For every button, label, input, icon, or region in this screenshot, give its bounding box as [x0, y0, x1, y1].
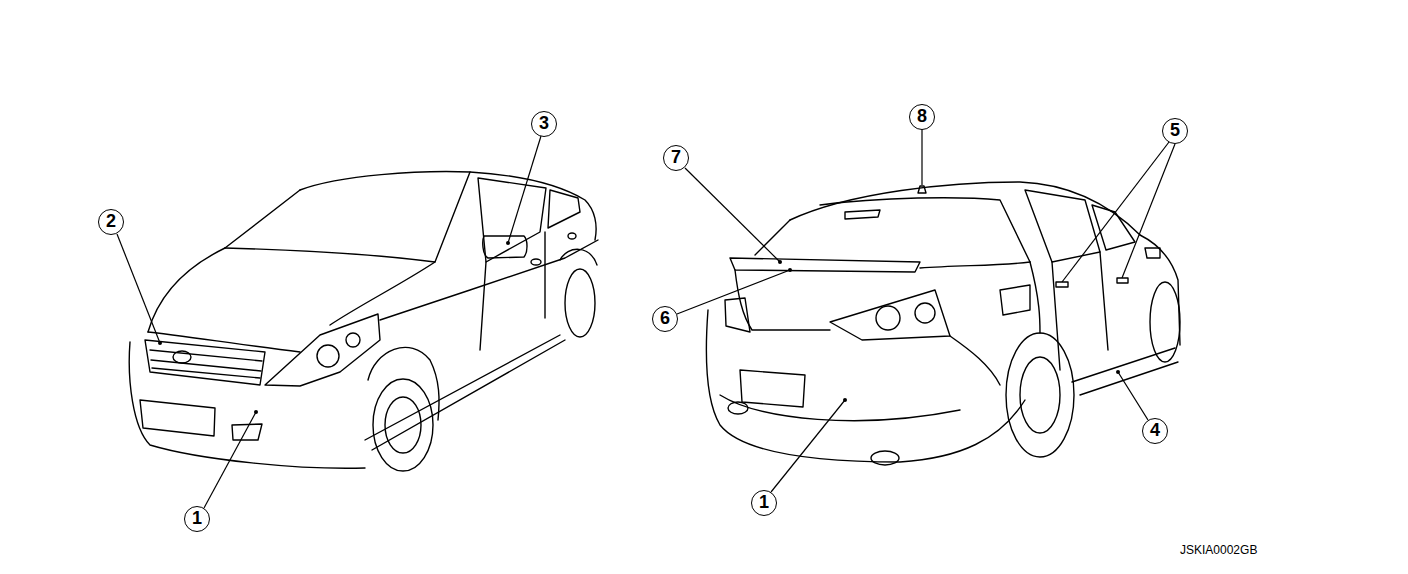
car-line [1052, 262, 1060, 370]
car-line [148, 248, 225, 332]
car-line [385, 397, 421, 453]
callout-number: 4 [1142, 418, 1168, 444]
car-line [365, 335, 560, 440]
car-line [368, 347, 439, 420]
car-line [140, 400, 215, 436]
car-line [915, 303, 935, 323]
callout-number: 2 [98, 209, 124, 235]
car-line [843, 398, 847, 402]
callout-number: 1 [751, 490, 777, 516]
car-line [918, 186, 926, 193]
car-line [565, 269, 595, 337]
car-line [677, 270, 790, 314]
car-line [129, 342, 365, 468]
car-line [830, 290, 950, 340]
car-line [1062, 142, 1169, 282]
car-line [1000, 285, 1030, 315]
car-line [725, 298, 750, 332]
car-line [478, 178, 546, 262]
car-line [173, 351, 191, 363]
car-line [265, 314, 380, 386]
car-line [317, 345, 339, 367]
callout-number: 5 [1162, 118, 1188, 144]
callout-number: 8 [909, 104, 935, 130]
car-line [1150, 282, 1180, 362]
car-line [921, 129, 922, 185]
car-line [346, 333, 360, 347]
car-line [1116, 370, 1120, 374]
car-line [330, 262, 435, 325]
car-line [1025, 190, 1100, 262]
callout-number: 3 [531, 111, 557, 137]
car-line [788, 268, 792, 272]
callout-number: 1 [184, 506, 210, 532]
car-line [1140, 235, 1180, 345]
car-line [778, 260, 782, 264]
car-line [373, 379, 433, 471]
car-line [685, 168, 780, 262]
car-line [1145, 248, 1160, 258]
car-line [204, 412, 256, 508]
car-line [508, 136, 541, 243]
car-line [1117, 278, 1128, 283]
car-line [845, 210, 880, 219]
callout-number: 7 [663, 145, 689, 171]
car-line [117, 234, 160, 343]
car-line [1030, 262, 1040, 333]
figure-code: JSKIA0002GB [1180, 543, 1257, 557]
callout-number: 6 [652, 306, 678, 332]
car-line [158, 341, 162, 345]
car-line [706, 310, 1025, 462]
car-line [920, 262, 1030, 268]
car-line [1092, 205, 1135, 250]
car-line [871, 451, 899, 465]
car-line [771, 400, 845, 492]
car-line [730, 258, 920, 272]
leader-lines [117, 129, 1175, 508]
car-line [728, 402, 748, 414]
car-line [820, 198, 1030, 262]
car-line [225, 172, 470, 262]
car-line [145, 340, 265, 385]
car-line [755, 220, 790, 255]
car-line [531, 259, 541, 265]
car-line [548, 190, 580, 228]
car-line [544, 232, 545, 318]
car-line [560, 249, 597, 265]
car-line [1122, 144, 1175, 278]
car-line [740, 370, 805, 407]
car-line [876, 306, 900, 330]
car-line [1056, 282, 1068, 287]
leader-dots [158, 241, 1120, 414]
car-line [1020, 357, 1060, 433]
car-line [150, 350, 262, 378]
front-car [129, 172, 598, 471]
car-line [506, 241, 510, 245]
rear-car [706, 182, 1180, 465]
car-line [372, 340, 565, 450]
car-line [483, 236, 527, 258]
car-line [1118, 372, 1148, 420]
car-line [225, 190, 300, 248]
car-line [232, 424, 262, 440]
car-line [950, 336, 1000, 385]
car-line [254, 410, 258, 414]
car-line [720, 395, 960, 421]
car-line [480, 262, 486, 350]
car-line [1072, 348, 1175, 382]
car-line [735, 270, 830, 330]
car-line [1100, 252, 1108, 350]
car-line [568, 233, 576, 239]
car-line [1006, 333, 1074, 457]
